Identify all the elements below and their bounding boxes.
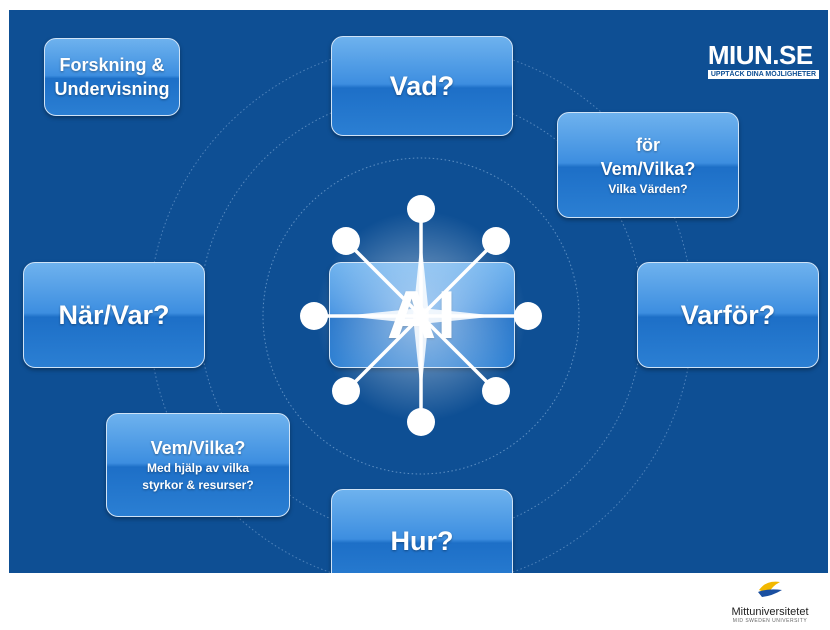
nar-var-label: När/Var? [58, 299, 170, 330]
forskning-line2: Undervisning [54, 79, 170, 99]
varfor-label: Varför? [680, 299, 776, 330]
vad-box[interactable]: Vad? [331, 36, 513, 136]
university-name: Mittuniversitetet [731, 606, 809, 618]
logo-main-text: MIUN.SE [707, 40, 813, 70]
for-vem-line1: för [636, 134, 660, 155]
vad-label: Vad? [389, 70, 455, 101]
vem-vilka-line3: styrkor & resurser? [142, 478, 254, 492]
for-vem-line3: Vilka Värden? [608, 181, 688, 196]
university-subtitle: MID SWEDEN UNIVERSITY [732, 618, 808, 624]
vem-vilka-box[interactable]: Vem/Vilka? Med hjälp av vilka styrkor & … [106, 413, 290, 517]
university-emblem-icon [758, 581, 782, 597]
for-vem-box[interactable]: för Vem/Vilka? Vilka Värden? [557, 112, 739, 218]
hur-label: Hur? [390, 525, 454, 556]
miun-logo: MIUN.SE UPPTÄCK DINA MÖJLIGHETER [707, 40, 819, 79]
nar-var-box[interactable]: När/Var? [23, 262, 205, 368]
vem-vilka-line1: Vem/Vilka? [150, 438, 246, 458]
forskning-line1: Forskning & [59, 55, 165, 75]
forskning-undervisning-box[interactable]: Forskning & Undervisning [44, 38, 180, 116]
for-vem-line2: Vem/Vilka? [600, 158, 696, 179]
slide: Forskning & Undervisning Vad? MIUN.SE UP… [9, 10, 828, 573]
university-logo: Mittuniversitetet MID SWEDEN UNIVERSITY [712, 578, 828, 624]
varfor-box[interactable]: Varför? [637, 262, 819, 368]
hur-box[interactable]: Hur? [331, 489, 513, 573]
logo-tagline: UPPTÄCK DINA MÖJLIGHETER [707, 70, 819, 79]
ai-network-icon [300, 195, 542, 436]
vem-vilka-line2: Med hjälp av vilka [146, 461, 250, 475]
